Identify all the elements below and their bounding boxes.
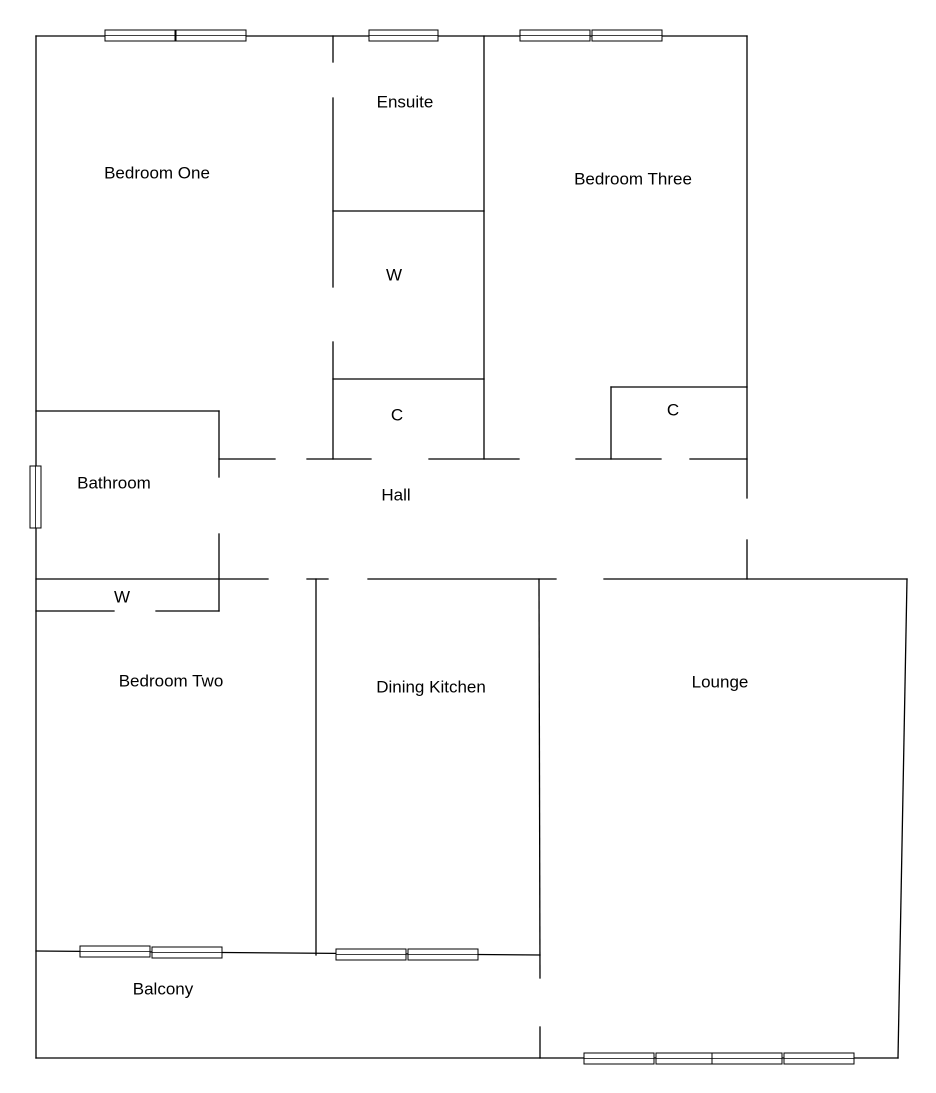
label-cupboard-hall: C (391, 405, 403, 424)
label-wardrobe-upper: W (386, 265, 402, 284)
label-hall: Hall (381, 485, 410, 504)
windows (29, 29, 855, 1065)
label-bathroom: Bathroom (77, 473, 151, 492)
label-cupboard-bedroom-three: C (667, 400, 679, 419)
label-dining-kitchen: Dining Kitchen (376, 677, 486, 696)
label-bedroom-one: Bedroom One (104, 163, 210, 182)
room-labels: Bedroom One Ensuite Bedroom Three W C C … (77, 92, 748, 998)
label-bedroom-two: Bedroom Two (119, 671, 224, 690)
label-balcony: Balcony (133, 979, 194, 998)
label-lounge: Lounge (692, 672, 749, 691)
label-wardrobe-lower: W (114, 587, 130, 606)
label-ensuite: Ensuite (377, 92, 434, 111)
walls (35, 35, 908, 1059)
label-bedroom-three: Bedroom Three (574, 169, 692, 188)
